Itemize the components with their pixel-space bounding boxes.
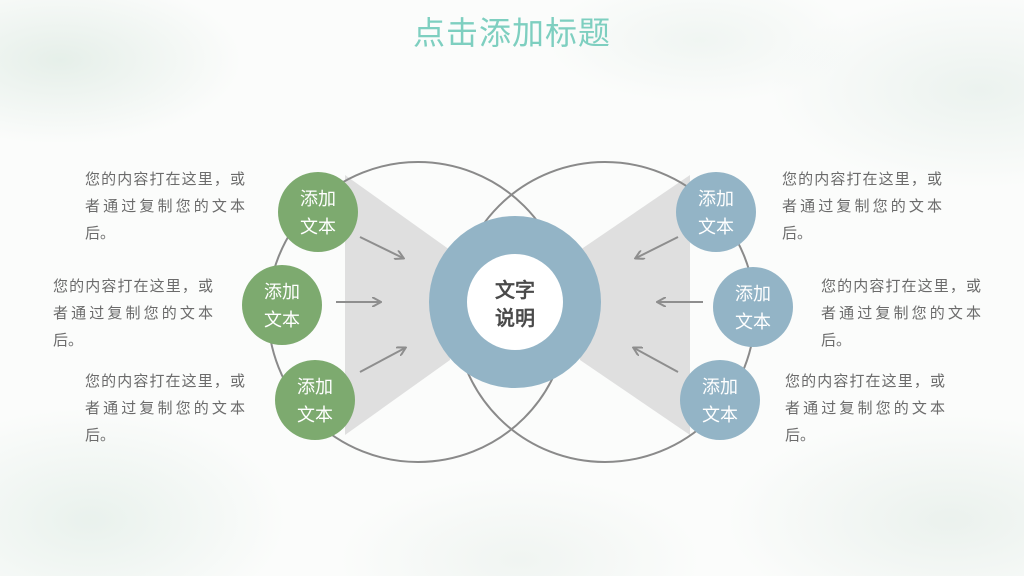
left-node-3[interactable]: 添加 文本 (275, 360, 355, 440)
left-node-2[interactable]: 添加 文本 (242, 265, 322, 345)
right-text-3[interactable]: 您的内容打在这里，或者通过复制您的文本后。 (785, 372, 945, 444)
left-node-3-line2: 文本 (297, 405, 333, 426)
right-node-1-line2: 文本 (698, 217, 734, 238)
center-label-line1[interactable]: 文字 (495, 278, 535, 302)
left-arrow-1 (359, 236, 403, 258)
right-node-3[interactable]: 添加 文本 (680, 360, 760, 440)
right-arrow-3 (634, 348, 679, 373)
right-arrow-1 (636, 236, 679, 258)
right-node-2[interactable]: 添加 文本 (713, 267, 793, 347)
left-text-1[interactable]: 您的内容打在这里，或者通过复制您的文本后。 (85, 170, 245, 242)
left-node-1[interactable]: 添加 文本 (278, 172, 358, 252)
right-text-2[interactable]: 您的内容打在这里，或者通过复制您的文本后。 (821, 277, 981, 349)
left-node-2-line2: 文本 (264, 310, 300, 331)
right-node-3-line1: 添加 (702, 377, 738, 398)
right-node-2-line1: 添加 (735, 284, 771, 305)
left-arrow-3 (359, 348, 405, 373)
left-node-3-line1: 添加 (297, 377, 333, 398)
right-text-1[interactable]: 您的内容打在这里，或者通过复制您的文本后。 (782, 170, 942, 242)
center-label-line2[interactable]: 说明 (495, 306, 535, 330)
right-node-2-line2: 文本 (735, 312, 771, 333)
right-node-3-line2: 文本 (702, 405, 738, 426)
left-node-2-line1: 添加 (264, 282, 300, 303)
page-title[interactable]: 点击添加标题 (412, 14, 611, 52)
left-node-1-line2: 文本 (300, 217, 336, 238)
right-wedge (580, 175, 690, 435)
left-text-2[interactable]: 您的内容打在这里，或者通过复制您的文本后。 (53, 277, 213, 349)
right-node-1[interactable]: 添加 文本 (676, 172, 756, 252)
center-circle-inner (467, 254, 563, 350)
right-node-1-line1: 添加 (698, 189, 734, 210)
left-wedge (345, 175, 450, 435)
left-node-1-line1: 添加 (300, 189, 336, 210)
left-text-3[interactable]: 您的内容打在这里，或者通过复制您的文本后。 (85, 372, 245, 444)
